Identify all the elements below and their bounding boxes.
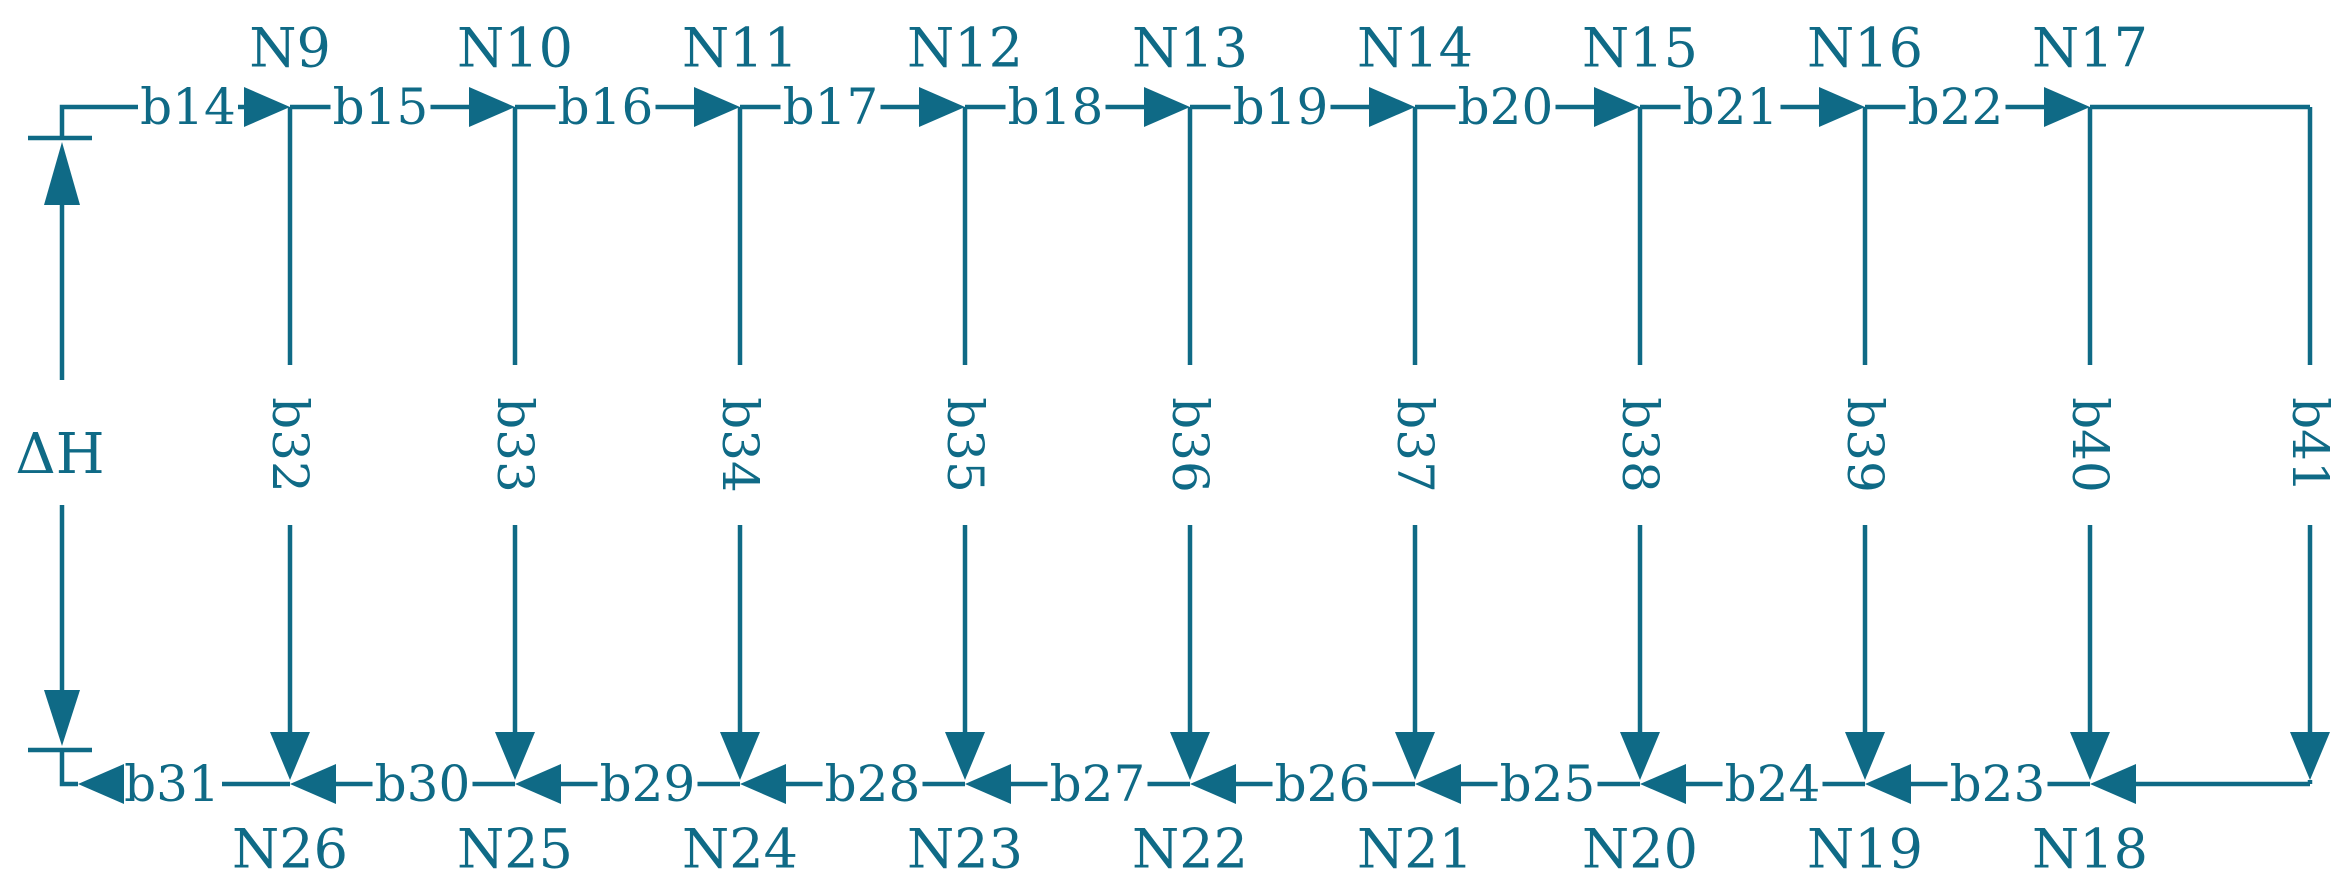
arrow-into-N18-icon <box>2090 764 2136 804</box>
arrow-b16-icon <box>694 87 740 127</box>
arrow-b29-icon <box>515 764 561 804</box>
arrow-b28-icon <box>740 764 786 804</box>
arrow-b30-icon <box>290 764 336 804</box>
arrow-b36-icon <box>1170 732 1210 780</box>
height-dimension: ΔH <box>15 135 105 753</box>
branch-label-b28: b28 <box>825 755 921 813</box>
branch-label-b27: b27 <box>1050 755 1146 813</box>
node-label-N16: N16 <box>1807 17 1923 80</box>
height-arrow-down-icon <box>44 690 80 746</box>
arrow-b37-icon <box>1395 732 1435 780</box>
node-label-N15: N15 <box>1582 17 1698 80</box>
node-label-N19: N19 <box>1807 818 1923 881</box>
node-label-N12: N12 <box>907 17 1023 80</box>
branch-label-b29: b29 <box>600 755 696 813</box>
arrow-b32-icon <box>270 732 310 780</box>
arrow-b38-icon <box>1620 732 1660 780</box>
arrow-b26-icon <box>1190 764 1236 804</box>
node-label-N14: N14 <box>1357 17 1473 80</box>
branch-label-b19: b19 <box>1233 78 1329 136</box>
arrow-b20-icon <box>1594 87 1640 127</box>
branch-label-b16: b16 <box>558 78 654 136</box>
arrow-b40-icon <box>2070 732 2110 780</box>
height-label: ΔH <box>15 422 104 487</box>
arrow-b14-icon <box>244 87 290 127</box>
arrow-b19-icon <box>1369 87 1415 127</box>
node-label-N9: N9 <box>249 17 331 80</box>
node-label-N10: N10 <box>457 17 573 80</box>
height-arrow-up-icon <box>44 142 80 205</box>
branch-label-b24: b24 <box>1725 755 1821 813</box>
arrow-b27-icon <box>965 764 1011 804</box>
branch-label-b25: b25 <box>1500 755 1596 813</box>
arrow-b35-icon <box>945 732 985 780</box>
arrow-b21-icon <box>1819 87 1865 127</box>
branch-label-b40: b40 <box>2061 397 2119 493</box>
arrow-b39-icon <box>1845 732 1885 780</box>
branch-label-b36: b36 <box>1161 397 1219 493</box>
node-label-N23: N23 <box>907 818 1023 881</box>
node-label-N25: N25 <box>457 818 573 881</box>
node-label-N11: N11 <box>682 17 798 80</box>
branch-label-b23: b23 <box>1950 755 2046 813</box>
node-label-N18: N18 <box>2032 818 2148 881</box>
bottom-left-connector <box>59 750 78 787</box>
branch-label-b34: b34 <box>711 397 769 493</box>
network-edges <box>110 104 2313 787</box>
branch-label-b31: b31 <box>124 755 220 813</box>
arrow-b25-icon <box>1415 764 1461 804</box>
branch-label-b14: b14 <box>140 78 236 136</box>
branch-label-b35: b35 <box>936 397 994 493</box>
network-labels: b14 b15 b16 b17 b18 b19 b20 b21 b22 b32 b33 b34 b35 b… <box>124 17 2339 881</box>
arrow-b31-icon <box>78 764 124 804</box>
left-connectors <box>59 104 110 787</box>
branch-label-b21: b21 <box>1683 78 1779 136</box>
node-label-N21: N21 <box>1357 818 1473 881</box>
branch-label-b33: b33 <box>486 397 544 493</box>
node-label-N22: N22 <box>1132 818 1248 881</box>
arrow-b15-icon <box>469 87 515 127</box>
branch-label-b41: b41 <box>2281 397 2339 493</box>
branch-label-b32: b32 <box>261 397 319 493</box>
branch-label-b30: b30 <box>375 755 471 813</box>
top-left-connector <box>59 104 110 138</box>
branch-label-b38: b38 <box>1611 397 1669 493</box>
node-label-N20: N20 <box>1582 818 1698 881</box>
arrow-b41-icon <box>2290 732 2330 780</box>
node-label-N24: N24 <box>682 818 798 881</box>
arrow-b33-icon <box>495 732 535 780</box>
node-label-N13: N13 <box>1132 17 1248 80</box>
branch-label-b15: b15 <box>333 78 429 136</box>
branch-label-b18: b18 <box>1008 78 1104 136</box>
node-label-N17: N17 <box>2032 17 2148 80</box>
arrow-b17-icon <box>919 87 965 127</box>
arrow-b34-icon <box>720 732 760 780</box>
flow-arrows <box>78 87 2330 804</box>
branch-label-b26: b26 <box>1275 755 1371 813</box>
node-label-N26: N26 <box>232 818 348 881</box>
branch-label-b37: b37 <box>1386 397 1444 493</box>
arrow-b24-icon <box>1640 764 1686 804</box>
branch-label-b22: b22 <box>1908 78 2004 136</box>
branch-label-b17: b17 <box>783 78 879 136</box>
branch-label-b20: b20 <box>1458 78 1554 136</box>
branch-label-b39: b39 <box>1836 397 1894 493</box>
arrow-b22-icon <box>2044 87 2090 127</box>
arrow-b23-icon <box>1865 764 1911 804</box>
arrow-b18-icon <box>1144 87 1190 127</box>
